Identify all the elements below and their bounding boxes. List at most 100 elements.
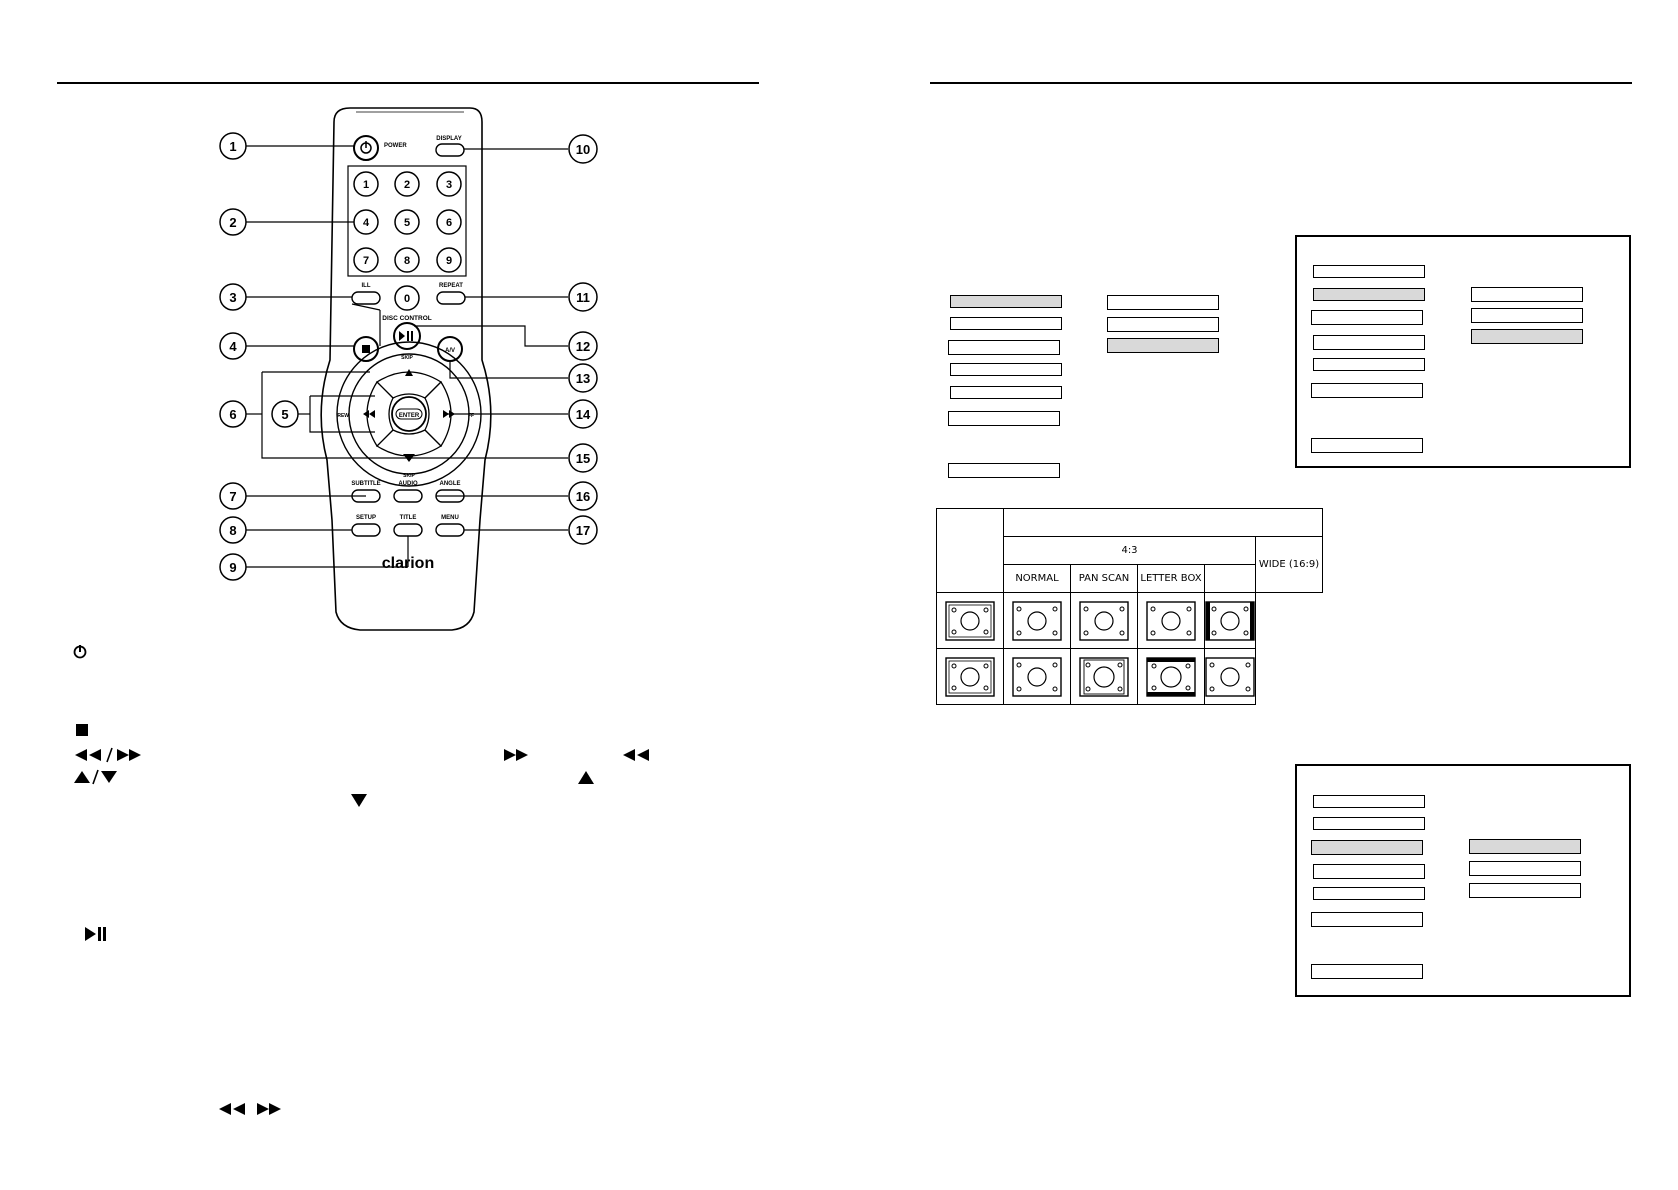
submenu-item-box [1107, 295, 1219, 310]
menu-item-box [1311, 964, 1423, 979]
menu-item-box [950, 317, 1062, 330]
callout-8 [219, 516, 247, 544]
table-row [936, 592, 1323, 649]
callout-1 [219, 132, 247, 160]
dpad-left [366, 380, 394, 448]
callout-6-label: 6 [229, 407, 236, 422]
key-8-label: 8 [404, 255, 410, 267]
key-5 [394, 209, 420, 235]
header-43: 4:3 [1003, 536, 1256, 565]
menu-item-box [1313, 335, 1425, 350]
key-9-label: 9 [446, 255, 452, 267]
display-label: DISPLAY [436, 136, 461, 142]
menu-button [435, 523, 465, 537]
table-cell [1137, 592, 1205, 649]
callout-lines [246, 145, 568, 568]
key-1-label: 1 [363, 179, 369, 191]
key-6 [436, 209, 462, 235]
remote-body [320, 107, 492, 631]
screen-pan-scan-icon [1079, 600, 1129, 641]
table-corner-cell [936, 508, 1004, 593]
menu-item-box [948, 340, 1060, 355]
table-cell [936, 592, 1004, 649]
table-cell [936, 648, 1004, 705]
skip-up-label: SKIP [401, 355, 413, 361]
menu-item-box [1313, 817, 1425, 830]
aspect-ratio-table: 4:3 WIDE (16:9) NORMAL PAN SCAN LETTER B… [936, 508, 1323, 705]
callout-1-label: 1 [229, 139, 236, 154]
screen-letter-box-icon [1146, 656, 1196, 697]
submenu-item-box [1469, 861, 1581, 876]
ff-label: FF [468, 413, 474, 419]
subtitle-label: SUBTITLE [351, 481, 380, 487]
callout-9 [219, 553, 247, 581]
number-pad-frame [347, 165, 467, 277]
key-8 [394, 247, 420, 273]
key-1 [353, 171, 379, 197]
menu-item-box [1311, 310, 1423, 325]
header-rule-left [57, 82, 759, 84]
display-button [435, 143, 465, 157]
key-0-label: 0 [404, 293, 410, 305]
screen-pan-scan-icon [1079, 656, 1129, 697]
menu-item-box [1311, 912, 1423, 927]
table-row [936, 648, 1323, 705]
table-header-blank [1003, 508, 1323, 537]
callout-12-label: 12 [576, 339, 590, 354]
rew-ff-icon-bottom [219, 1103, 281, 1115]
repeat-label: REPEAT [439, 283, 463, 289]
submenu-item-box [1107, 317, 1219, 332]
menu-item-box [1311, 438, 1423, 453]
enter-label: ENTER [399, 413, 420, 419]
header-letter-box: LETTER BOX [1137, 564, 1205, 593]
menu-item-box [1311, 840, 1423, 855]
callout-5 [271, 400, 299, 428]
header-rule-right [930, 82, 1632, 84]
key-7 [353, 247, 379, 273]
menu-item-box [1313, 864, 1425, 879]
power-label: POWER [384, 143, 407, 149]
callout-3-label: 3 [229, 290, 236, 305]
menu-item-box [948, 463, 1060, 478]
callout-6 [219, 400, 247, 428]
callout-16-label: 16 [576, 489, 590, 504]
header-wide: WIDE (16:9) [1255, 536, 1323, 593]
enter-button [391, 396, 427, 432]
setup-label: SETUP [356, 515, 376, 521]
table-cell [1070, 592, 1138, 649]
callout-2-label: 2 [229, 215, 236, 230]
menu-label: MENU [441, 515, 459, 521]
menu-item-box [950, 295, 1062, 308]
menu-item-box [950, 386, 1062, 399]
menu-item-box [1313, 358, 1425, 371]
power-icon [73, 645, 87, 659]
callout-11 [568, 282, 598, 312]
ff-icon [504, 749, 528, 761]
menu-item-box [948, 411, 1060, 426]
menu-item-box [1311, 383, 1423, 398]
dpad-right [424, 380, 452, 448]
callout-3 [219, 283, 247, 311]
number-keys: 1 2 3 4 5 6 7 8 9 0 [353, 171, 462, 311]
key-6-label: 6 [446, 217, 452, 229]
callout-8-label: 8 [229, 523, 236, 538]
table-cell [1070, 648, 1138, 705]
menu-item-box [950, 363, 1062, 376]
title-button [393, 523, 423, 537]
audio-button [393, 489, 423, 503]
callout-4-label: 4 [229, 339, 237, 354]
screen-normal-icon [1012, 600, 1062, 641]
screen-169-icon [945, 656, 995, 697]
key-4-label: 4 [363, 217, 370, 229]
callout-5-label: 5 [281, 407, 288, 422]
callout-9-label: 9 [229, 560, 236, 575]
angle-label: ANGLE [440, 481, 461, 487]
key-9 [436, 247, 462, 273]
screen-wide-icon [1205, 656, 1255, 697]
submenu-item-box [1469, 883, 1581, 898]
callout-17 [568, 515, 598, 545]
osd-panel-1 [1295, 235, 1631, 468]
rew-ff-icon [75, 747, 141, 763]
table-cell [1003, 648, 1071, 705]
play-pause-icon [85, 927, 106, 941]
